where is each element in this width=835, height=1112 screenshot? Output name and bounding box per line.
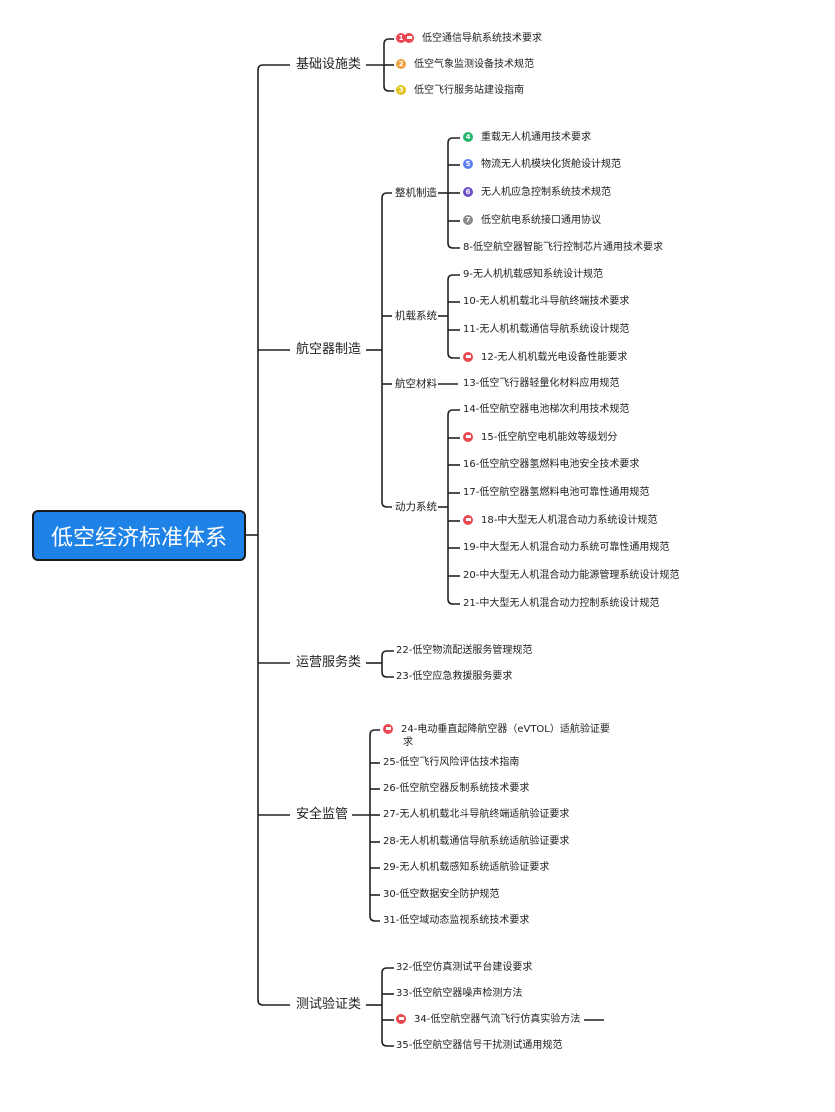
leaf-label: 低空气象监测设备技术规范 [414,59,534,70]
leaf-19[interactable]: 19-中大型无人机混合动力系统可靠性通用规范 [463,542,670,553]
leaf-7[interactable]: 7 低空航电系统接口通用协议 [463,214,601,228]
leaf-26[interactable]: 26-低空航空器反制系统技术要求 [383,783,530,794]
leaf-20[interactable]: 20-中大型无人机混合动力能源管理系统设计规范 [463,570,680,581]
leaf-label: 物流无人机模块化货舱设计规范 [481,159,621,170]
leaf-21[interactable]: 21-中大型无人机混合动力控制系统设计规范 [463,598,660,609]
leaf-label: 18-中大型无人机混合动力系统设计规范 [481,515,658,526]
leaf-14[interactable]: 14-低空航空器电池梯次利用技术规范 [463,404,630,415]
leaf-label: 15-低空航空电机能效等级划分 [481,432,618,443]
root-node[interactable]: 低空经济标准体系 [32,510,246,561]
leaf-35[interactable]: 35-低空航空器信号干扰测试通用规范 [396,1040,563,1051]
sub-aviation-material[interactable]: 航空材料 [395,378,437,390]
leaf-9[interactable]: 9-无人机机载感知系统设计规范 [463,269,603,280]
leaf-12[interactable]: 12-无人机机载光电设备性能要求 [463,351,627,365]
leaf-30[interactable]: 30-低空数据安全防护规范 [383,889,500,900]
leaf-13[interactable]: 13-低空飞行器轻量化材料应用规范 [463,378,620,389]
leaf-label: 重载无人机通用技术要求 [481,132,591,143]
leaf-label: 低空通信导航系统技术要求 [422,33,542,44]
leaf-27[interactable]: 27-无人机机载北斗导航终端适航验证要求 [383,809,570,820]
leaf-31[interactable]: 31-低空域动态监视系统技术要求 [383,915,530,926]
leaf-22[interactable]: 22-低空物流配送服务管理规范 [396,645,533,656]
leaf-3[interactable]: 3 低空飞行服务站建设指南 [396,84,524,98]
leaf-29[interactable]: 29-无人机机载感知系统适航验证要求 [383,862,550,873]
number-1-icon: 1 [396,33,406,43]
category-test-verification[interactable]: 测试验证类 [296,997,362,1012]
flag-icon [404,33,414,43]
category-safety-supervision[interactable]: 安全监管 [296,807,349,822]
leaf-24[interactable]: 24-电动垂直起降航空器（eVTOL）适航验证要 [383,723,610,737]
leaf-16[interactable]: 16-低空航空器氢燃料电池安全技术要求 [463,459,640,470]
leaf-8[interactable]: 8-低空航空器智能飞行控制芯片通用技术要求 [463,242,663,253]
leaf-10[interactable]: 10-无人机机载北斗导航终端技术要求 [463,296,630,307]
sub-power-system[interactable]: 动力系统 [395,501,437,513]
leaf-15[interactable]: 15-低空航空电机能效等级划分 [463,431,617,445]
flag-icon [463,432,473,442]
number-7-icon: 7 [463,215,473,225]
leaf-28[interactable]: 28-无人机机载通信导航系统适航验证要求 [383,836,570,847]
category-aircraft-manufacturing[interactable]: 航空器制造 [296,342,362,357]
leaf-5[interactable]: 5 物流无人机模块化货舱设计规范 [463,158,621,172]
number-3-icon: 3 [396,85,406,95]
leaf-34[interactable]: 34-低空航空器气流飞行仿真实验方法 [396,1013,580,1027]
leaf-label: 低空航电系统接口通用协议 [481,215,601,226]
leaf-2[interactable]: 2 低空气象监测设备技术规范 [396,58,534,72]
leaf-label: 无人机应急控制系统技术规范 [481,187,611,198]
leaf-23[interactable]: 23-低空应急救援服务要求 [396,671,513,682]
leaf-25[interactable]: 25-低空飞行风险评估技术指南 [383,757,520,768]
leaf-label: 34-低空航空器气流飞行仿真实验方法 [414,1014,581,1025]
leaf-17[interactable]: 17-低空航空器氢燃料电池可靠性通用规范 [463,487,650,498]
flag-icon [463,515,473,525]
flag-icon [396,1014,406,1024]
leaf-4[interactable]: 4 重载无人机通用技术要求 [463,131,591,145]
leaf-label: 12-无人机机载光电设备性能要求 [481,352,628,363]
leaf-6[interactable]: 6 无人机应急控制系统技术规范 [463,186,611,200]
leaf-1[interactable]: 1 低空通信导航系统技术要求 [396,32,542,46]
number-6-icon: 6 [463,187,473,197]
leaf-label: 低空飞行服务站建设指南 [414,85,524,96]
leaf-label: 24-电动垂直起降航空器（eVTOL）适航验证要 [401,724,610,735]
category-infrastructure[interactable]: 基础设施类 [296,57,362,72]
sub-whole-machine[interactable]: 整机制造 [395,187,437,199]
leaf-11[interactable]: 11-无人机机载通信导航系统设计规范 [463,324,630,335]
category-operation-services[interactable]: 运营服务类 [296,655,362,670]
sub-airborne-system[interactable]: 机载系统 [395,310,437,322]
number-5-icon: 5 [463,159,473,169]
number-2-icon: 2 [396,59,406,69]
flag-icon [383,724,393,734]
leaf-24-continued: 求 [403,737,413,748]
number-4-icon: 4 [463,132,473,142]
leaf-33[interactable]: 33-低空航空器噪声检测方法 [396,988,523,999]
flag-icon [463,352,473,362]
leaf-18[interactable]: 18-中大型无人机混合动力系统设计规范 [463,514,657,528]
leaf-32[interactable]: 32-低空仿真测试平台建设要求 [396,962,533,973]
